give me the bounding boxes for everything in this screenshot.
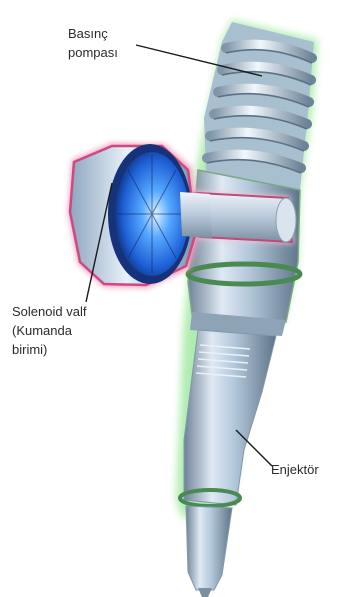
label-pressure-pump: Basınç pompası [68,24,118,62]
label-injector: Enjektör [271,460,319,479]
pump-spring [204,22,314,190]
solenoid-valve [68,143,212,288]
label-solenoid-valve-line-1: Solenoid valf [12,302,86,321]
label-solenoid-valve: Solenoid valf (Kumanda birimi) [12,302,86,359]
label-solenoid-valve-line-3: birimi) [12,340,86,359]
injector-nozzle [180,330,276,597]
label-solenoid-valve-line-2: (Kumanda [12,321,86,340]
label-pressure-pump-line-1: Basınç [68,24,118,43]
label-pressure-pump-line-2: pompası [68,43,118,62]
